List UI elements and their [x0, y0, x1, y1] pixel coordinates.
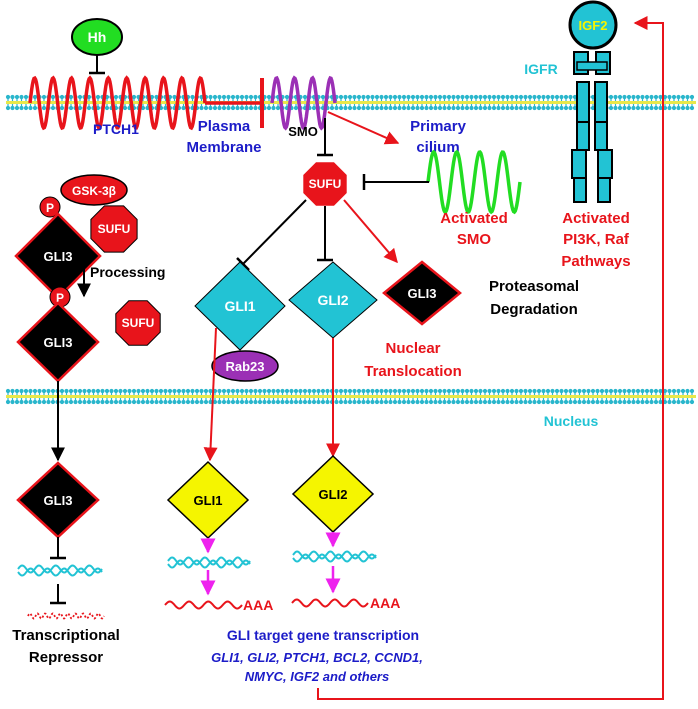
smo-label: SMO: [288, 124, 318, 139]
pathways-label-2: PI3K, Raf: [563, 231, 630, 248]
sufu-complex-label: SUFU: [98, 222, 131, 236]
activated-smo-label-2: SMO: [457, 231, 492, 248]
igf2-ligand: IGF2: [568, 0, 618, 50]
rab23-label: Rab23: [225, 359, 264, 374]
dna-gli2: [292, 550, 377, 563]
rab23: Rab23: [211, 350, 279, 382]
gli1-label-1: GLI1: [224, 298, 255, 314]
processing-label: Processing: [90, 264, 165, 280]
gli1-label-2: GLI1: [194, 493, 223, 508]
dna-left: [17, 564, 103, 577]
target-genes-1: GLI1, GLI2, PTCH1, BCL2, CCND1,: [211, 650, 423, 665]
gli3-label-2: GLI3: [44, 335, 73, 350]
gli1-nuclear: GLI1: [166, 460, 250, 540]
p-label-1: P: [46, 201, 54, 215]
target-title: GLI target gene transcription: [227, 627, 419, 643]
hh-label: Hh: [88, 29, 107, 45]
activated-smo: [426, 149, 522, 215]
gli2-label-1: GLI2: [317, 292, 348, 308]
repressed-rna: [27, 612, 105, 620]
nuclear-label-2: Translocation: [364, 363, 462, 380]
ptch1-receptor: [28, 75, 262, 131]
plasma-label-2: Membrane: [186, 139, 261, 156]
nuclear-label-1: Nuclear: [385, 340, 440, 357]
igfr-receptor: [571, 51, 613, 203]
plasma-label-1: Plasma: [198, 118, 251, 135]
gsk3b-label: GSK-3β: [72, 184, 116, 198]
proteasomal-label-1: Proteasomal: [489, 278, 579, 295]
sufu-central-label: SUFU: [309, 177, 342, 191]
sufu-free: SUFU: [115, 300, 161, 346]
pathways-label-1: Activated: [562, 210, 630, 227]
proteasomal-label-2: Degradation: [490, 301, 578, 318]
gli1-cytoplasm: GLI1: [194, 261, 286, 351]
p-label-2: P: [56, 291, 64, 305]
gli3-label-3: GLI3: [408, 286, 437, 301]
mrna-gli2: [291, 598, 369, 608]
cilium-label-2: cilium: [416, 139, 459, 156]
nuclear-membrane: [5, 388, 696, 405]
aaa-label-1: AAA: [243, 597, 273, 613]
gli2-label-2: GLI2: [319, 487, 348, 502]
gli3-label-1: GLI3: [44, 249, 73, 264]
gli2-nuclear: GLI2: [291, 454, 375, 534]
activated-smo-label-1: Activated: [440, 210, 508, 227]
cilium-label-1: Primary: [410, 118, 467, 135]
ptch1-label: PTCH1: [93, 121, 139, 137]
gli3-label-4: GLI3: [44, 493, 73, 508]
mrna-gli1: [164, 600, 243, 610]
gli3-processed: P GLI3: [16, 286, 100, 383]
igfr-label: IGFR: [524, 61, 557, 77]
gli3-degradation: GLI3: [382, 260, 462, 326]
pathways-label-3: Pathways: [561, 253, 630, 270]
sufu-free-label: SUFU: [122, 316, 155, 330]
dna-gli1: [167, 556, 251, 569]
smo-receptor: [270, 75, 337, 131]
sufu-central: SUFU: [302, 161, 348, 207]
igf2-label: IGF2: [579, 18, 608, 33]
gli2-cytoplasm: GLI2: [288, 261, 378, 339]
gli3-nuclear: GLI3: [16, 461, 100, 539]
hh-ligand: Hh: [71, 18, 123, 75]
nucleus-label: Nucleus: [544, 413, 599, 429]
target-genes-2: NMYC, IGF2 and others: [245, 669, 389, 684]
repressor-label-2: Repressor: [29, 649, 103, 666]
repressor-label-1: Transcriptional: [12, 627, 120, 644]
plasma-membrane: [5, 94, 696, 111]
aaa-label-2: AAA: [370, 595, 400, 611]
